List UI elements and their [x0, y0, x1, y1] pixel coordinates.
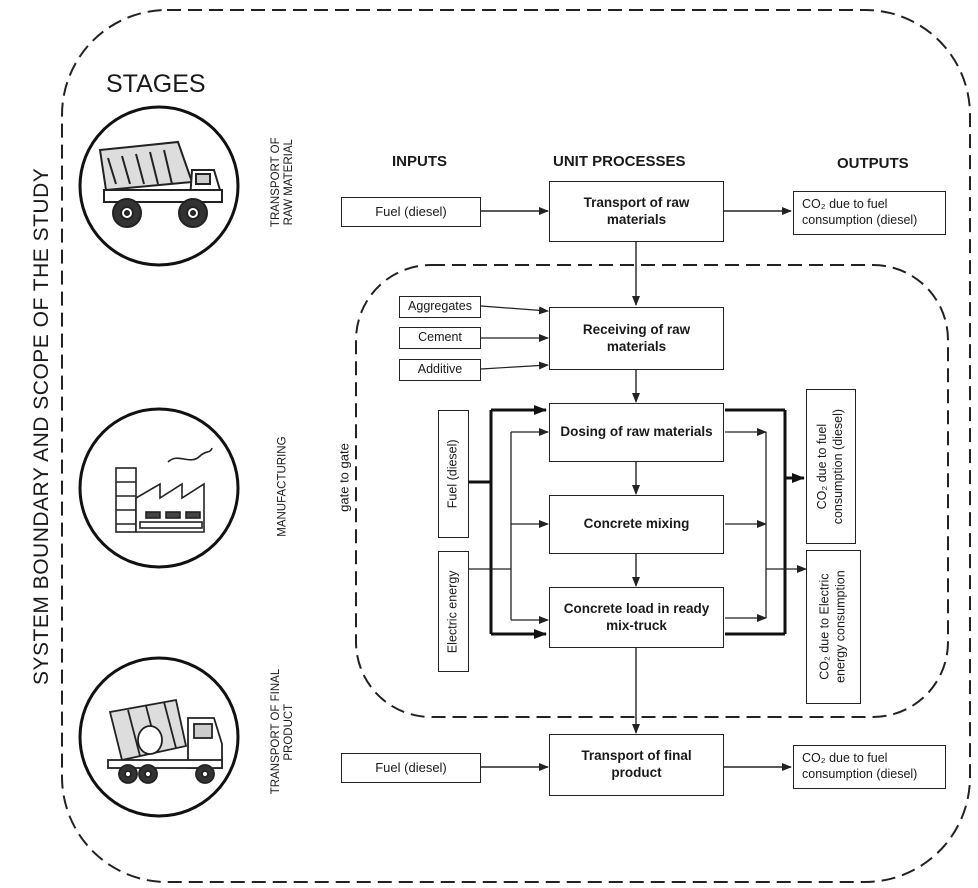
- stage-label-line: TRANSPORT OF FINAL: [269, 668, 282, 795]
- process-text: Transport of final: [581, 748, 692, 764]
- stage-label-manufacturing: MANUFACTURING: [276, 432, 289, 542]
- stage-label-line: RAW MATERIAL: [283, 139, 295, 226]
- process-text: Concrete mixing: [583, 516, 690, 532]
- process-text: Concrete load in ready: [563, 600, 710, 616]
- co2-electric-bus: [725, 428, 807, 622]
- output-co2-electric-vertical: CO₂ due to Electric energy consumption: [806, 550, 861, 704]
- output-text: consumption (diesel): [802, 213, 918, 227]
- input-electric-vertical: Electric energy: [438, 551, 469, 672]
- factory-icon: [115, 447, 213, 533]
- output-text: CO₂ due to fuel: [815, 423, 830, 510]
- process-text: Dosing of raw materials: [560, 424, 713, 440]
- header-outputs: OUTPUTS: [837, 155, 909, 172]
- gate-boundary: [355, 264, 949, 718]
- process-text: Transport of raw: [583, 194, 690, 210]
- input-fuel-vertical: Fuel (diesel): [438, 410, 469, 538]
- output-co2-fuel-vertical: CO₂ due to fuel consumption (diesel): [806, 389, 856, 544]
- process-text: mix-truck: [606, 617, 667, 633]
- process-text: materials: [606, 338, 667, 354]
- input-text: Fuel (diesel): [375, 759, 447, 775]
- stages-title: STAGES: [106, 70, 206, 98]
- mixer-truck-icon: [107, 698, 223, 784]
- input-text: Fuel (diesel): [375, 203, 447, 219]
- process-load: Concrete load in ready mix-truck: [549, 587, 724, 648]
- co2-fuel-bus: [725, 408, 805, 636]
- output-text: CO₂ due to fuel: [802, 197, 888, 212]
- output-text: CO₂ due to fuel: [802, 751, 888, 766]
- input-text: Aggregates: [408, 299, 472, 314]
- output-text: consumption (diesel): [831, 408, 845, 525]
- input-fuel-top: Fuel (diesel): [341, 197, 481, 227]
- process-transport-raw: Transport of raw materials: [549, 181, 724, 242]
- stage-label-transport-raw: TRANSPORT OF RAW MATERIAL: [270, 127, 296, 237]
- fuel-bus: [469, 405, 547, 639]
- output-text: CO₂ due to Electric: [817, 573, 832, 681]
- stage-label-line: PRODUCT: [283, 703, 295, 761]
- process-text: materials: [606, 211, 667, 227]
- process-receiving: Receiving of raw materials: [549, 307, 724, 370]
- gate-label: gate to gate: [336, 443, 352, 512]
- output-text: consumption (diesel): [802, 767, 918, 781]
- process-dosing: Dosing of raw materials: [549, 403, 724, 462]
- process-mixing: Concrete mixing: [549, 495, 724, 554]
- stage-label-line: TRANSPORT OF: [269, 137, 282, 228]
- input-additive: Additive: [399, 359, 481, 381]
- stage-label-transport-final: TRANSPORT OF FINAL PRODUCT: [269, 668, 296, 795]
- arrow-aggregates: [480, 305, 549, 315]
- process-transport-final: Transport of final product: [549, 734, 724, 796]
- system-boundary: [61, 9, 971, 883]
- process-text: product: [611, 765, 662, 780]
- electric-bus: [469, 428, 549, 624]
- input-aggregates: Aggregates: [399, 296, 481, 318]
- boundary-title: SYSTEM BOUNDARY AND SCOPE OF THE STUDY: [30, 167, 53, 685]
- header-inputs: INPUTS: [392, 153, 448, 170]
- dump-truck-icon: [98, 140, 223, 228]
- input-text: Cement: [418, 330, 462, 345]
- input-cement: Cement: [399, 327, 481, 349]
- output-text: energy consumption: [833, 570, 848, 684]
- arrow-additive: [480, 361, 549, 370]
- input-text: Additive: [417, 362, 463, 377]
- output-co2-bottom: CO₂ due to fuel consumption (diesel): [793, 745, 946, 789]
- process-text: Receiving of raw: [582, 321, 691, 337]
- input-text: Fuel (diesel): [445, 439, 460, 509]
- input-fuel-bottom: Fuel (diesel): [341, 753, 481, 783]
- stage-label-line: MANUFACTURING: [276, 436, 289, 537]
- input-text: Electric energy: [445, 570, 460, 653]
- output-co2-top: CO₂ due to fuel consumption (diesel): [793, 191, 946, 235]
- header-unit-processes: UNIT PROCESSES: [553, 153, 686, 170]
